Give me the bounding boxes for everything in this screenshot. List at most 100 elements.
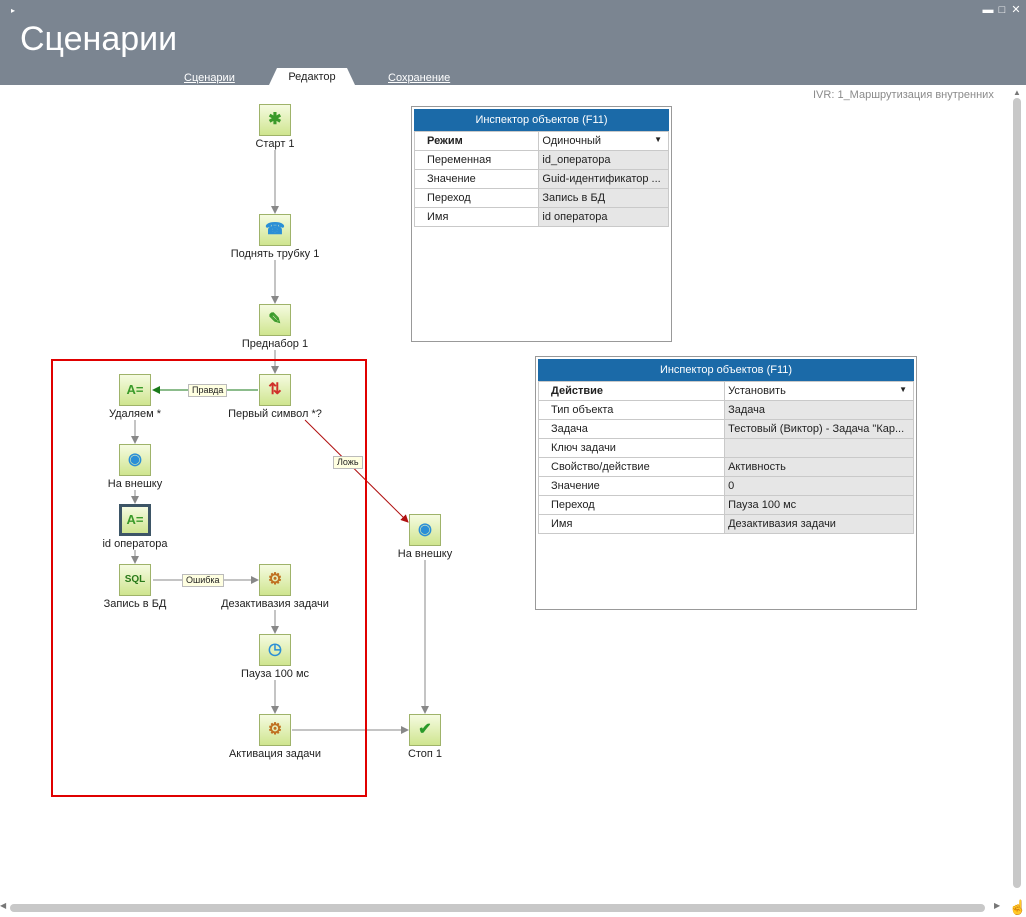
scroll-left-icon[interactable]: ◀: [0, 901, 7, 910]
property-key: Переход: [537, 495, 726, 515]
node-id-operator[interactable]: A=: [119, 504, 151, 536]
inspector-1-title: Инспектор объектов (F11): [414, 109, 669, 131]
scroll-right-icon[interactable]: ▶: [994, 901, 1001, 910]
horizontal-scroll-thumb[interactable]: [10, 904, 985, 912]
node-sql[interactable]: SQL: [119, 564, 151, 596]
check-icon: ✔: [418, 721, 432, 738]
property-key: Переменная: [413, 150, 540, 170]
node-out1[interactable]: ◉: [119, 444, 151, 476]
dropdown-arrow-icon[interactable]: ▼: [899, 385, 907, 394]
node-out1-label: На внешку: [107, 478, 163, 490]
person-icon: ✱: [268, 111, 282, 128]
property-value[interactable]: 0: [724, 476, 914, 496]
dropdown-arrow-icon[interactable]: ▼: [654, 135, 662, 144]
vertical-scrollbar[interactable]: ▲: [1010, 88, 1024, 900]
property-key: Задача: [537, 419, 726, 439]
task-icon: ⚙: [267, 721, 283, 738]
node-out2-label: На внешку: [397, 548, 453, 560]
sql-icon: SQL: [124, 574, 146, 585]
tab-saving[interactable]: Сохранение: [388, 72, 451, 84]
property-key: Значение: [537, 476, 726, 496]
edge-first-out2: [304, 419, 409, 523]
property-value[interactable]: Активность: [724, 457, 914, 477]
node-activate[interactable]: ⚙: [259, 714, 291, 746]
node-pickup[interactable]: ☎: [259, 214, 291, 246]
node-deactivate-label: Дезактивазия задачи: [221, 598, 329, 610]
node-out2[interactable]: ◉: [409, 514, 441, 546]
tab-editor-label: Редактор: [288, 71, 336, 83]
horizontal-scrollbar[interactable]: ◀ ▶: [0, 901, 1008, 915]
selection-rectangle: [51, 359, 367, 797]
page-title: Сценарии: [20, 20, 178, 58]
property-key: Действие: [537, 381, 726, 401]
globe-icon: ◉: [128, 451, 142, 468]
node-delete[interactable]: A=: [119, 374, 151, 406]
phone-icon: ☎: [265, 221, 285, 238]
property-value[interactable]: Задача: [724, 400, 914, 420]
assign-icon: A=: [126, 512, 144, 527]
tab-editor[interactable]: Редактор: [269, 68, 355, 85]
node-first-symbol[interactable]: ⇅: [259, 374, 291, 406]
property-value[interactable]: Тестовый (Виктор) - Задача "Кар...: [724, 419, 914, 439]
header-bar: ▸ Сценарии ▬ □ ✕ Сценарии Редактор Сохра…: [0, 0, 1026, 85]
dial-icon: ✎: [268, 311, 282, 328]
node-predial[interactable]: ✎: [259, 304, 291, 336]
condition-icon: ⇅: [268, 381, 282, 398]
property-value[interactable]: [724, 438, 914, 458]
minimize-icon[interactable]: ▬: [982, 4, 994, 16]
scroll-up-icon[interactable]: ▲: [1013, 88, 1021, 97]
vertical-scroll-thumb[interactable]: [1013, 98, 1021, 888]
globe-icon: ◉: [418, 521, 432, 538]
node-activate-label: Активация задачи: [228, 748, 322, 760]
property-value[interactable]: id оператора: [538, 207, 669, 227]
node-pause[interactable]: ◷: [259, 634, 291, 666]
property-key: Значение: [413, 169, 540, 189]
node-pickup-label: Поднять трубку 1: [230, 248, 320, 260]
node-deactivate[interactable]: ⚙: [259, 564, 291, 596]
property-value[interactable]: Guid-идентификатор ...: [538, 169, 669, 189]
property-key: Тип объекта: [537, 400, 726, 420]
node-stop[interactable]: ✔: [409, 714, 441, 746]
property-key: Имя: [537, 514, 726, 534]
node-delete-label: Удаляем *: [108, 408, 162, 420]
clock-icon: ◷: [268, 641, 282, 658]
maximize-icon[interactable]: □: [998, 4, 1006, 16]
edge-label-error: Ошибка: [182, 574, 224, 587]
property-value[interactable]: Дезактивазия задачи: [724, 514, 914, 534]
property-value[interactable]: Запись в БД: [538, 188, 669, 208]
node-pause-label: Пауза 100 мс: [240, 668, 310, 680]
hand-cursor-icon: ☝: [1009, 899, 1026, 915]
menu-arrow-icon[interactable]: ▸: [11, 6, 16, 15]
node-start-label: Старт 1: [255, 138, 295, 150]
property-value[interactable]: Установить: [728, 385, 786, 397]
property-key: Режим: [413, 131, 540, 151]
property-value[interactable]: Пауза 100 мс: [724, 495, 914, 515]
tab-scenarios[interactable]: Сценарии: [184, 72, 235, 84]
task-icon: ⚙: [267, 571, 283, 588]
node-stop-label: Стоп 1: [407, 748, 443, 760]
property-key: Свойство/действие: [537, 457, 726, 477]
node-start[interactable]: ✱: [259, 104, 291, 136]
close-icon[interactable]: ✕: [1011, 4, 1021, 16]
property-value[interactable]: Одиночный: [542, 135, 602, 147]
table-row[interactable]: Ключ задачи: [537, 438, 914, 458]
edge-label-true: Правда: [188, 384, 228, 397]
node-first-symbol-label: Первый символ *?: [228, 408, 322, 420]
property-value[interactable]: id_оператора: [538, 150, 669, 170]
node-predial-label: Преднабор 1: [241, 338, 309, 350]
property-key: Ключ задачи: [537, 438, 726, 458]
